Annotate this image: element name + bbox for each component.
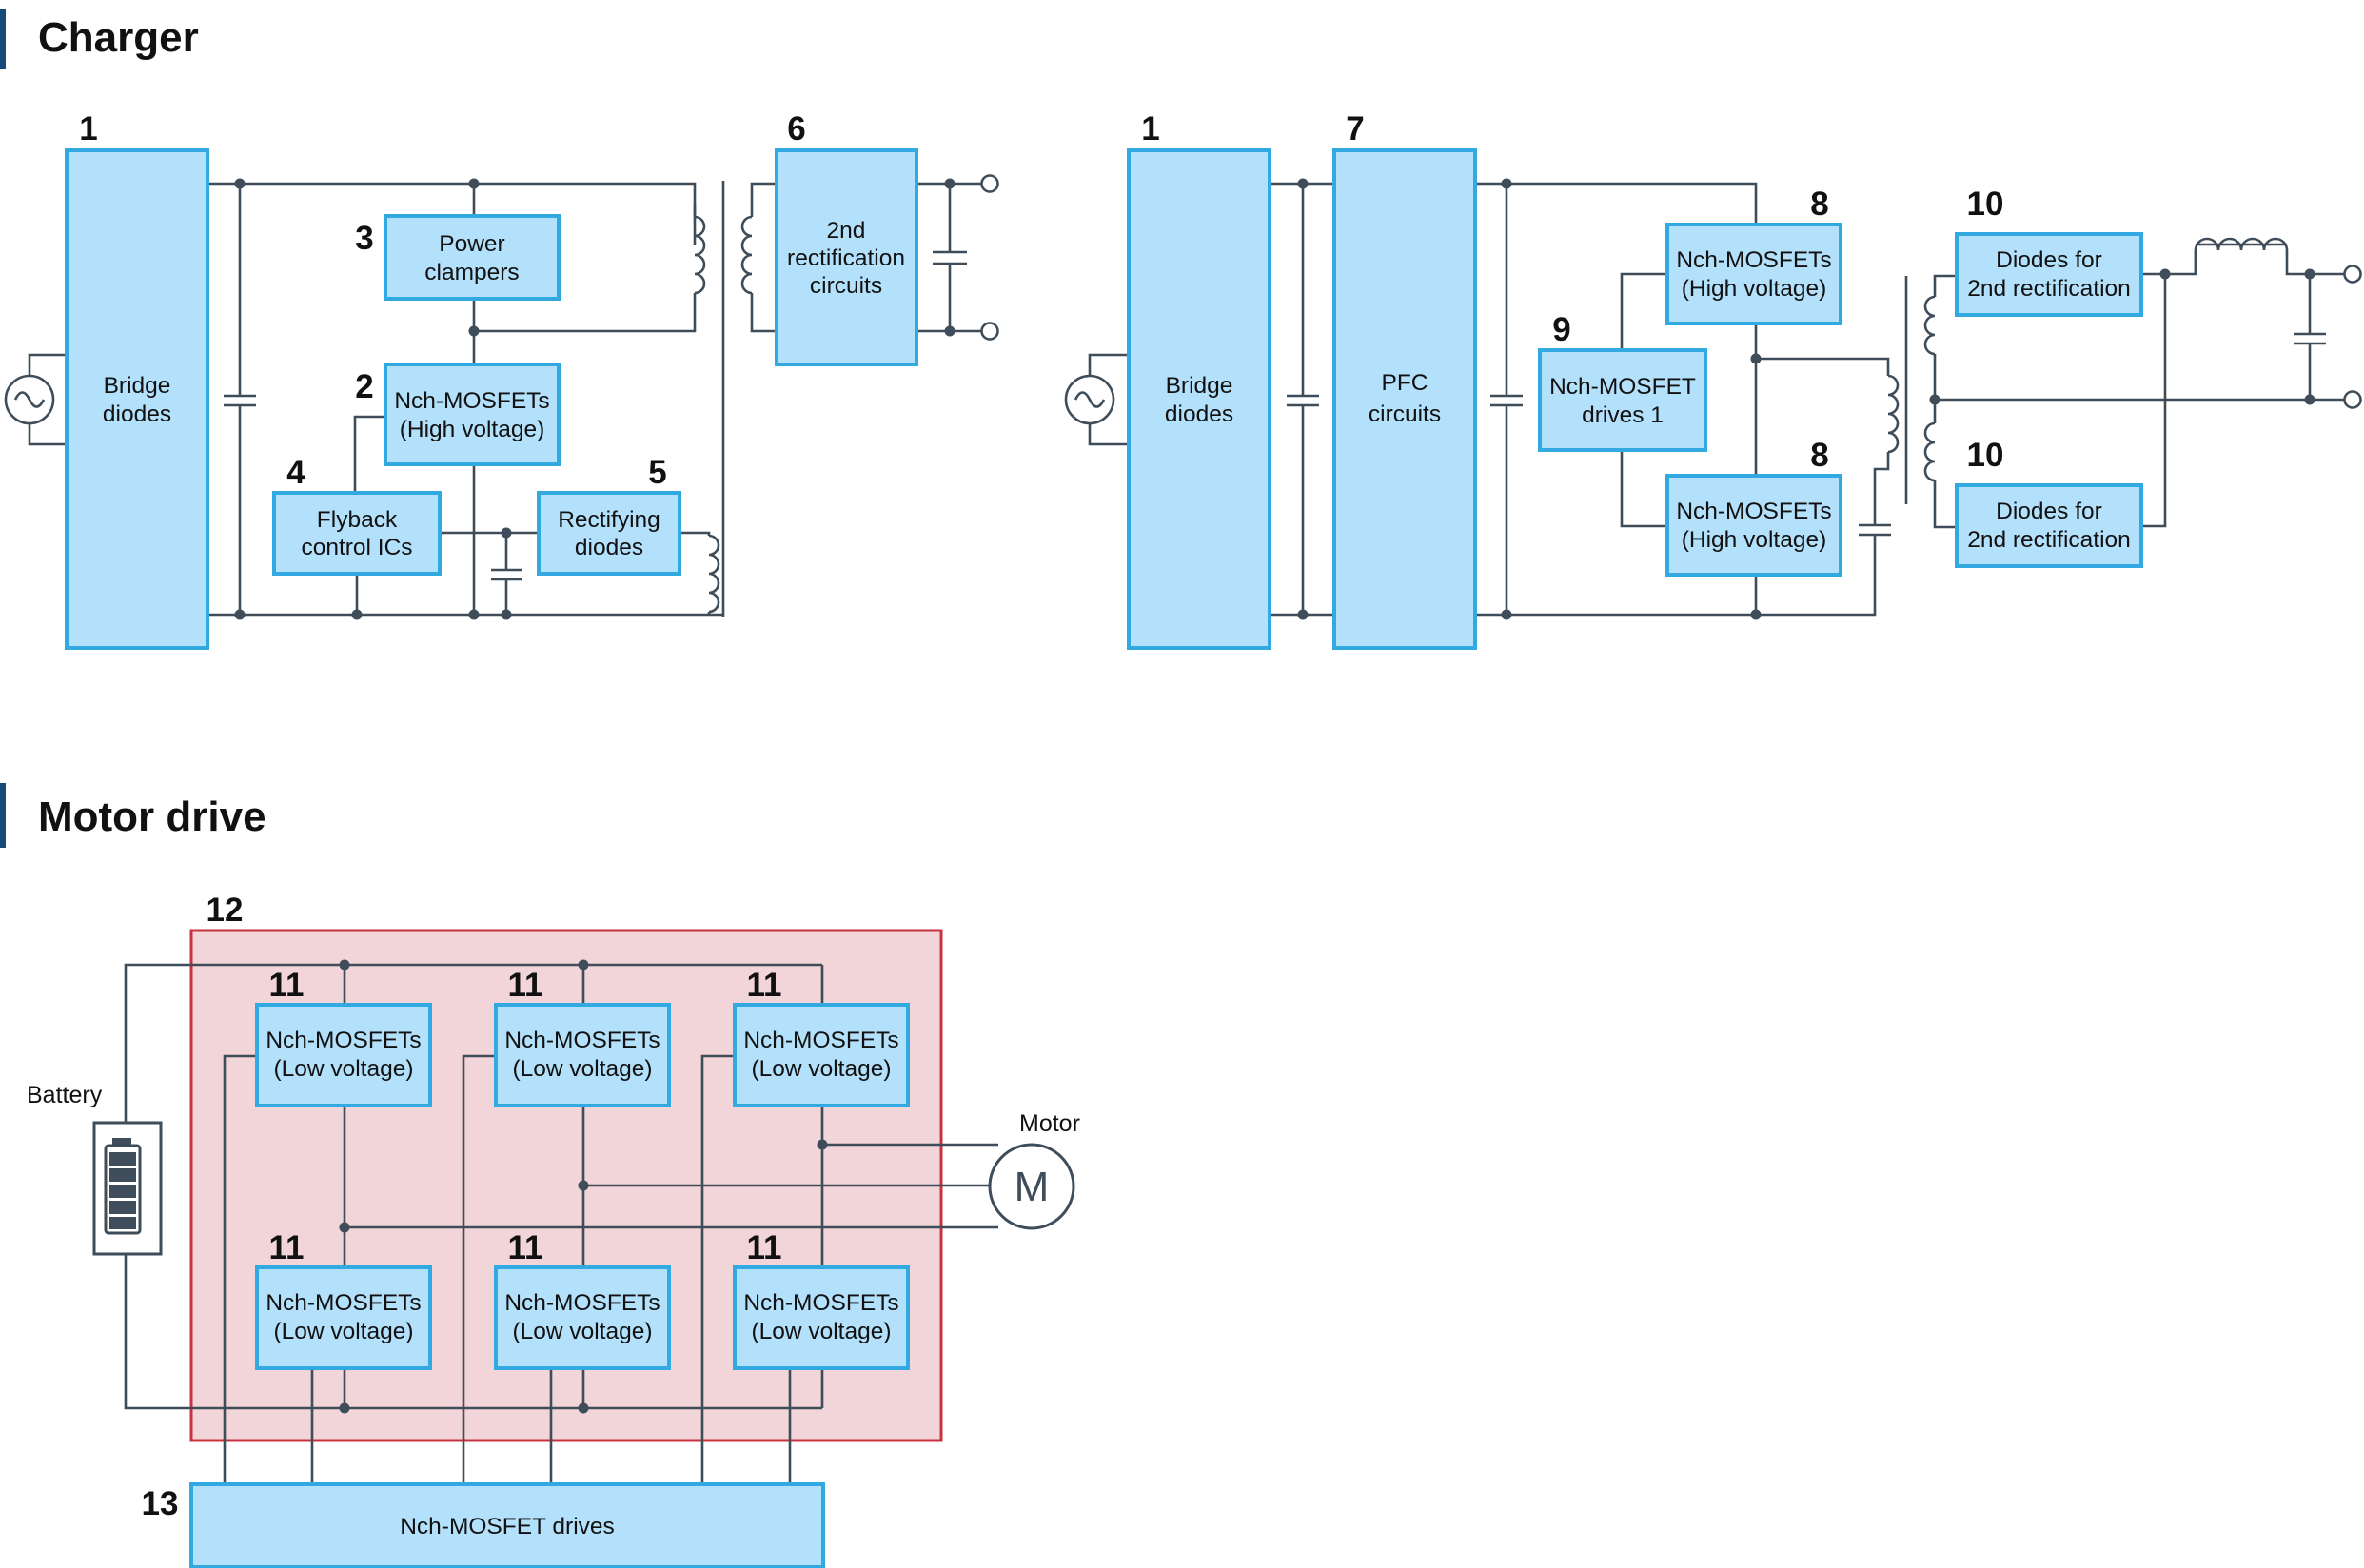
mosfet-q3: Nch-MOSFETs (Low voltage) 11 [733, 967, 910, 1107]
second-rectification-line-2: rectification [787, 245, 905, 271]
mosfet-q6: Nch-MOSFETs (Low voltage) 11 [733, 1229, 910, 1370]
flyback-ics-number: 4 [286, 454, 305, 491]
mosfet-q2-line-1: Nch-MOSFETs [504, 1028, 660, 1053]
pfc-circuits-line-2: circuits [1369, 402, 1441, 427]
charger-left-wires [4, 174, 999, 620]
bridge-diodes-2-line-2: diodes [1165, 402, 1233, 427]
mosfet-q4: Nch-MOSFETs (Low voltage) 11 [255, 1229, 432, 1370]
motor-label: Motor [1019, 1110, 1080, 1137]
mosfet-q1-line-1: Nch-MOSFETs [266, 1028, 421, 1053]
diodes-2nd-bottom-number: 10 [1967, 437, 2004, 474]
mosfet-drives-number: 9 [1552, 311, 1570, 348]
mosfet-q1: Nch-MOSFETs (Low voltage) 11 [255, 967, 432, 1107]
hv-mosfets-line-2: (High voltage) [400, 417, 545, 442]
mosfet-driver-block: Nch-MOSFET drives 13 [142, 1482, 825, 1568]
mosfet-q2-number: 11 [508, 967, 543, 1004]
section-title-charger: Charger [38, 14, 199, 61]
battery-icon [92, 1121, 163, 1256]
mosfet-q3-number: 11 [747, 967, 782, 1004]
mosfet-q2-line-2: (Low voltage) [512, 1056, 652, 1082]
power-clampers-number: 3 [355, 220, 373, 257]
section-bar-motor-drive [0, 783, 6, 848]
hv-mosfets-bottom-block: Nch-MOSFETs (High voltage) 8 [1665, 437, 1842, 577]
hv-mosfets-block: Nch-MOSFETs (High voltage) 2 [355, 363, 561, 466]
mosfet-q4-line-2: (Low voltage) [273, 1319, 413, 1344]
diodes-2nd-bottom-line-2: 2nd rectification [1967, 527, 2131, 553]
power-clampers-block: Power clampers 3 [355, 214, 561, 301]
bridge-diodes-2-line-1: Bridge [1166, 373, 1233, 399]
section-title-motor-drive: Motor drive [38, 794, 266, 840]
mosfet-q1-number: 11 [269, 967, 305, 1004]
mosfet-q3-line-2: (Low voltage) [751, 1056, 891, 1082]
rectifying-diodes-line-2: diodes [575, 535, 643, 560]
motor-drive-wires [124, 959, 998, 1484]
bridge-diodes-number: 1 [79, 110, 97, 147]
flyback-ics-line-1: Flyback [317, 507, 398, 533]
hv-mosfets-bottom-line-2: (High voltage) [1682, 527, 1827, 553]
flyback-ics-block: Flyback control ICs 4 [272, 454, 442, 576]
mosfet-q1-line-2: (Low voltage) [273, 1056, 413, 1082]
second-rectification-line-1: 2nd [827, 218, 866, 244]
charger-right-boxes: Bridge diodes 1 PFC circuits 7 Nch-MOSFE… [1127, 110, 2143, 650]
second-rectification-number: 6 [787, 110, 805, 147]
bridge-diodes-line-1: Bridge [104, 373, 171, 399]
second-rectification-block: 2nd rectification circuits 6 [775, 110, 918, 366]
diodes-2nd-top-block: Diodes for 2nd rectification 10 [1955, 186, 2143, 317]
diodes-2nd-top-line-1: Diodes for [1996, 247, 2102, 273]
hv-mosfets-bottom-number: 8 [1810, 437, 1828, 474]
motor-drive-diagram: 12 [27, 892, 1080, 1568]
bridge-diodes-block-2: Bridge diodes 1 [1127, 110, 1271, 650]
hv-mosfets-top-line-1: Nch-MOSFETs [1676, 247, 1831, 273]
hv-mosfets-top-line-2: (High voltage) [1682, 276, 1827, 302]
mosfet-q6-line-2: (Low voltage) [751, 1319, 891, 1344]
hv-mosfets-top-block: Nch-MOSFETs (High voltage) 8 [1665, 186, 1842, 325]
diodes-2nd-top-number: 10 [1967, 186, 2004, 223]
mosfet-q5-line-1: Nch-MOSFETs [504, 1290, 660, 1316]
mosfet-q5-line-2: (Low voltage) [512, 1319, 652, 1344]
mosfet-q3-line-1: Nch-MOSFETs [743, 1028, 898, 1053]
section-bar-charger [0, 9, 6, 69]
mosfet-q5-number: 11 [508, 1229, 543, 1266]
rectifying-diodes-line-1: Rectifying [558, 507, 660, 533]
hv-mosfets-top-number: 8 [1810, 186, 1828, 223]
mosfet-driver-number: 13 [142, 1485, 179, 1522]
second-rectification-line-3: circuits [810, 273, 882, 299]
hv-mosfets-line-1: Nch-MOSFETs [394, 388, 549, 414]
motor-icon: M [988, 1143, 1075, 1230]
pfc-circuits-block: PFC circuits 7 [1332, 110, 1477, 650]
bridge-diodes-block: Bridge diodes 1 [65, 110, 209, 650]
mosfet-driver-label: Nch-MOSFET drives [400, 1514, 615, 1539]
hv-mosfets-number: 2 [355, 368, 373, 405]
pfc-circuits-line-1: PFC [1382, 370, 1428, 396]
mosfet-drives-line-2: drives 1 [1582, 402, 1664, 428]
battery-label: Battery [27, 1082, 103, 1108]
bridge-diodes-2-number: 1 [1141, 110, 1159, 147]
mosfet-q2: Nch-MOSFETs (Low voltage) 11 [494, 967, 671, 1107]
charger-left-boxes: Bridge diodes 1 Power clampers 3 Nch-MOS… [65, 110, 918, 650]
charger-right-wires [1064, 178, 2362, 620]
mosfet-q4-number: 11 [269, 1229, 305, 1266]
diodes-2nd-bottom-line-1: Diodes for [1996, 499, 2102, 524]
inverter-number: 12 [207, 892, 244, 929]
rectifying-diodes-block: Rectifying diodes 5 [537, 454, 681, 576]
rectifying-diodes-number: 5 [648, 454, 666, 491]
diodes-2nd-top-line-2: 2nd rectification [1967, 276, 2131, 302]
bridge-diodes-line-2: diodes [103, 402, 171, 427]
hv-mosfets-bottom-line-1: Nch-MOSFETs [1676, 499, 1831, 524]
mosfet-q4-line-1: Nch-MOSFETs [266, 1290, 421, 1316]
mosfet-q6-number: 11 [747, 1229, 782, 1266]
pfc-circuits-number: 7 [1346, 110, 1364, 147]
mosfet-q6-line-1: Nch-MOSFETs [743, 1290, 898, 1316]
mosfet-q5: Nch-MOSFETs (Low voltage) 11 [494, 1229, 671, 1370]
flyback-ics-line-2: control ICs [301, 535, 412, 560]
diodes-2nd-bottom-block: Diodes for 2nd rectification 10 [1955, 437, 2143, 568]
mosfet-drives-line-1: Nch-MOSFET [1549, 374, 1696, 400]
power-clampers-line-2: clampers [424, 260, 519, 285]
power-clampers-line-1: Power [439, 231, 504, 257]
mosfet-drives-block: Nch-MOSFET drives 1 9 [1538, 311, 1707, 452]
motor-symbol: M [1015, 1164, 1050, 1210]
